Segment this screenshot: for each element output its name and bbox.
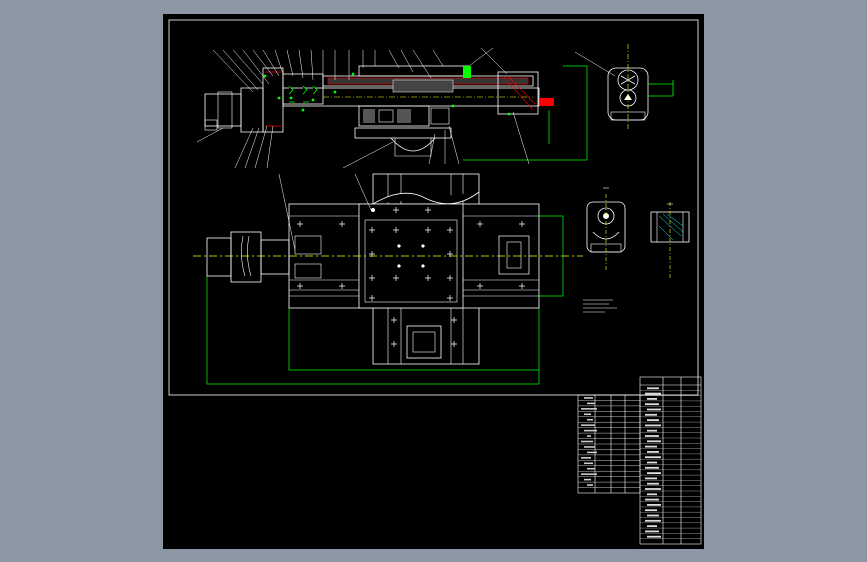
parts-list-rows [578,387,701,539]
detail-view-a [586,187,626,270]
drawing-sheet [163,14,704,549]
drawing-canvas [168,19,702,545]
front-section-view [196,47,588,169]
motor-body [204,93,242,127]
side-view [574,44,674,130]
detail-view-b [650,202,690,280]
plan-view [193,173,617,385]
drawing-border [168,19,699,396]
